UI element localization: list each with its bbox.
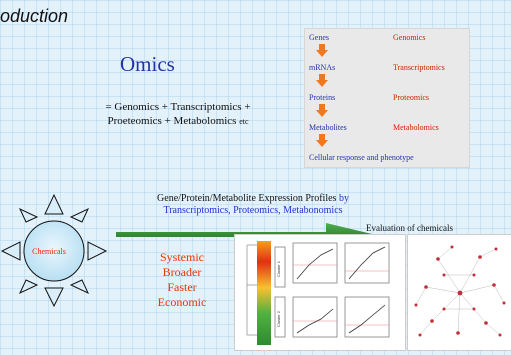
flow-down-arrow [316, 104, 328, 117]
omics-title: Omics [120, 52, 175, 76]
flow-result: Cellular response and phenotype [309, 153, 414, 162]
omics-definition-etc: etc [239, 117, 249, 126]
profiles-line1-text: Gene/Protein/Metabolite Expression Profi… [157, 193, 337, 204]
flow-left-metabolites: Metabolites [309, 123, 347, 132]
flow-right-metabolomics: Metabolomics [393, 123, 439, 132]
cluster-1-label: Cluster 1 [276, 260, 281, 277]
flow-right-proteomics: Proteomics [393, 93, 429, 102]
benefit-systemic: Systemic [160, 250, 204, 264]
cluster-2-label: Cluster 2 [276, 310, 281, 327]
benefit-broader: Broader [162, 265, 202, 279]
benefit-economic: Economic [157, 295, 207, 309]
flow-down-arrow [316, 44, 328, 57]
flow-right-genomics: Genomics [393, 33, 426, 42]
benefits-list: Systemic Broader Faster Economic [152, 250, 212, 310]
omics-definition-line2-text: Proeteomics + Metabolomics [107, 115, 237, 127]
flow-left-genes: Genes [309, 33, 329, 42]
flow-left-mrnas: mRNAs [309, 63, 336, 72]
chemicals-sun-icon [0, 193, 108, 308]
heatmap-strip [257, 241, 271, 345]
network-graph-figure [414, 245, 506, 337]
profiles-by: by [338, 193, 349, 204]
expression-figure-panel: Cluster 1 Cluster 2 [234, 234, 406, 351]
flow-down-arrow [316, 74, 328, 87]
network-figure-panel [407, 234, 511, 351]
omics-flow-box: Genes Genomics mRNAs Transcriptomics Pro… [304, 28, 470, 168]
profiles-line2: Transcriptomics, Proteomics, Metabonomic… [163, 205, 343, 216]
flow-right-transcriptomics: Transcriptomics [393, 63, 445, 72]
profiles-line1: Gene/Protein/Metabolite Expression Profi… [118, 193, 388, 205]
heatmap-figure: Cluster 1 Cluster 2 [246, 241, 390, 345]
expression-profiles-caption: Gene/Protein/Metabolite Expression Profi… [118, 193, 388, 217]
omics-definition: = Genomics + Transcriptomics + Proeteomi… [98, 100, 258, 129]
benefit-faster: Faster [167, 280, 197, 294]
evaluation-label: Evaluation of chemicals [366, 223, 453, 233]
chemicals-label: Chemicals [32, 247, 66, 256]
flow-down-arrow [316, 134, 328, 147]
slide-title: oduction [0, 6, 69, 26]
omics-definition-line2: Proeteomics + Metabolomics etc [98, 114, 258, 129]
omics-definition-line1: = Genomics + Transcriptomics + [105, 101, 251, 113]
flow-left-proteins: Proteins [309, 93, 336, 102]
